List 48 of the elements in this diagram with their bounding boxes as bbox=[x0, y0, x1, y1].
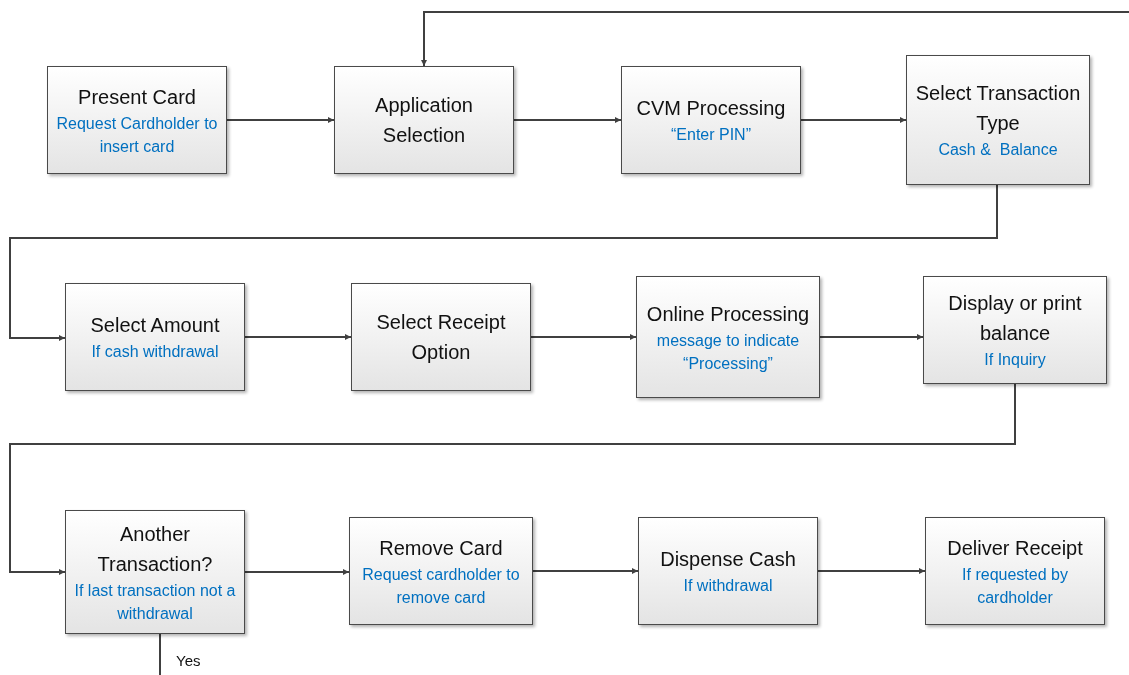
step-title: Dispense Cash bbox=[660, 547, 796, 573]
arrow bbox=[513, 117, 622, 123]
step-title: Present Card bbox=[78, 84, 196, 110]
arrow bbox=[532, 568, 639, 574]
step-note: “Enter PIN” bbox=[671, 125, 751, 146]
arrow bbox=[530, 334, 637, 340]
process-box bbox=[65, 283, 245, 391]
process-box bbox=[47, 66, 227, 174]
arrow bbox=[9, 383, 1016, 575]
step-title: CVM Processing bbox=[636, 96, 786, 122]
step-title: Deliver Receipt bbox=[947, 535, 1083, 561]
process-box bbox=[351, 283, 531, 391]
step-title: Display or print balance bbox=[947, 291, 1083, 347]
arrow bbox=[800, 117, 907, 123]
process-box bbox=[334, 66, 514, 174]
step-title: Select Receipt Option bbox=[375, 310, 507, 365]
step-note: Request cardholder to remove card bbox=[361, 564, 521, 608]
step-title: Online Processing bbox=[646, 301, 810, 327]
step-note: If requested by cardholder bbox=[961, 564, 1069, 608]
step-note: Cash & Balance bbox=[938, 140, 1058, 161]
step-note: If withdrawal bbox=[683, 576, 773, 597]
arrow bbox=[9, 184, 998, 341]
step-title: Application Selection bbox=[374, 93, 474, 148]
step-title: Select Transaction Type bbox=[914, 81, 1082, 137]
process-box bbox=[636, 276, 820, 398]
step-note: If Inquiry bbox=[984, 350, 1046, 371]
step-title: Remove Card bbox=[379, 535, 503, 561]
process-box bbox=[925, 517, 1105, 625]
process-box bbox=[349, 517, 533, 625]
process-box bbox=[65, 510, 245, 634]
process-box bbox=[923, 276, 1107, 384]
arrow bbox=[421, 11, 1129, 67]
process-box bbox=[638, 517, 818, 625]
step-title: Select Amount bbox=[90, 313, 220, 339]
arrow bbox=[819, 334, 924, 340]
process-box bbox=[621, 66, 801, 174]
arrow bbox=[244, 334, 352, 340]
arrow bbox=[817, 568, 926, 574]
arrow bbox=[244, 569, 350, 575]
step-note: Request Cardholder to insert card bbox=[55, 113, 219, 157]
process-box bbox=[906, 55, 1090, 185]
edge-label: Yes bbox=[176, 652, 201, 669]
arrow bbox=[226, 117, 335, 123]
step-note: If cash withdrawal bbox=[91, 342, 219, 363]
connector-line bbox=[159, 633, 161, 675]
step-note: message to indicate “Processing” bbox=[655, 330, 801, 374]
step-note: If last transaction not a withdrawal bbox=[73, 580, 237, 624]
step-title: Another Transaction? bbox=[96, 521, 214, 577]
